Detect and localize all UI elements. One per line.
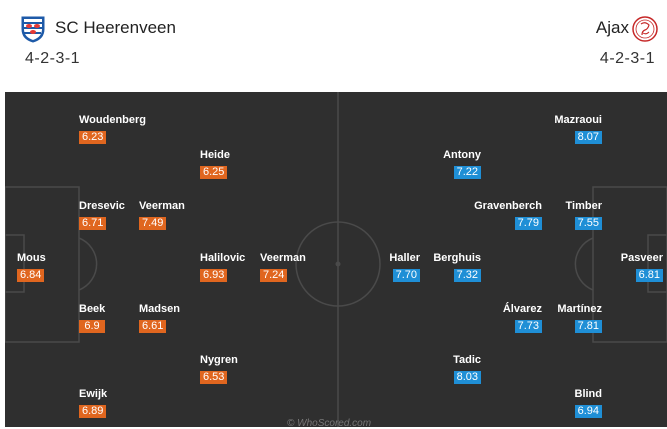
player-rating: 8.03: [453, 371, 481, 384]
match-header: SC Heerenveen 4-2-3-1 Ajax 4-2-3-1: [0, 0, 667, 92]
player-name: Martínez: [557, 303, 602, 315]
player-rating: 7.22: [453, 166, 481, 179]
pitch: Woudenberg 6.23 Heide 6.25 Dresevic 6.71…: [5, 92, 667, 427]
player-name: Veerman: [139, 200, 185, 212]
home-player-ewijk[interactable]: Ewijk 6.89: [79, 388, 107, 419]
player-name: Halilovic: [200, 252, 246, 264]
player-name: Antony: [443, 149, 481, 161]
player-name: Haller: [389, 252, 420, 264]
player-rating: 7.73: [514, 320, 542, 333]
player-rating: 6.94: [574, 405, 602, 418]
player-name: Álvarez: [502, 303, 542, 315]
home-player-madsen[interactable]: Madsen 6.61: [139, 303, 180, 334]
away-player-alvarez[interactable]: Álvarez 7.73: [503, 303, 542, 334]
whoscored-watermark: © WhoScored.com: [287, 418, 372, 429]
away-player-timber[interactable]: Timber 7.55: [566, 200, 602, 231]
player-name: Woudenberg: [79, 114, 147, 126]
away-formation: 4-2-3-1: [599, 50, 655, 67]
player-name: Tadic: [453, 354, 481, 366]
home-formation: 4-2-3-1: [25, 50, 81, 67]
player-rating: 7.55: [574, 217, 602, 230]
away-team-name[interactable]: Ajax: [595, 18, 629, 37]
away-player-antony[interactable]: Antony 7.22: [443, 149, 481, 180]
player-rating: 7.49: [139, 217, 167, 230]
home-player-veerman-2[interactable]: Veerman 7.24: [260, 252, 306, 283]
player-rating: 6.9: [79, 320, 105, 333]
player-name: Heide: [200, 149, 230, 161]
player-rating: 8.07: [574, 131, 602, 144]
away-player-berghuis[interactable]: Berghuis 7.32: [433, 252, 481, 283]
player-rating: 6.61: [139, 320, 167, 333]
player-rating: 7.24: [260, 269, 288, 282]
player-name: Berghuis: [433, 252, 481, 264]
player-name: Ewijk: [79, 388, 108, 400]
player-name: Madsen: [139, 303, 180, 315]
player-rating: 6.84: [17, 269, 45, 282]
away-player-tadic[interactable]: Tadic 8.03: [453, 354, 481, 385]
away-player-gravenberch[interactable]: Gravenberch 7.79: [474, 200, 542, 231]
player-name: Pasveer: [620, 252, 663, 264]
player-name: Mous: [17, 252, 46, 264]
home-player-dresevic[interactable]: Dresevic 6.71: [79, 200, 125, 231]
home-player-beek[interactable]: Beek 6.9: [79, 303, 105, 334]
player-rating: 7.70: [392, 269, 420, 282]
player-rating: 6.93: [200, 269, 228, 282]
player-rating: 7.81: [574, 320, 602, 333]
player-rating: 6.23: [79, 131, 107, 144]
player-name: Veerman: [260, 252, 306, 264]
away-player-blind[interactable]: Blind 6.94: [574, 388, 603, 419]
home-player-nygren[interactable]: Nygren 6.53: [200, 354, 238, 385]
player-name: Blind: [574, 388, 603, 400]
home-player-woudenberg[interactable]: Woudenberg 6.23: [79, 114, 146, 145]
home-player-veerman-1[interactable]: Veerman 7.49: [139, 200, 185, 231]
ajax-crest-icon: [632, 16, 658, 42]
home-player-halilovic[interactable]: Halilovic 6.93: [200, 252, 245, 283]
player-rating: 6.89: [79, 405, 107, 418]
away-player-pasveer[interactable]: Pasveer 6.81: [621, 252, 663, 283]
heerenveen-crest-icon: [21, 16, 45, 43]
player-rating: 6.71: [79, 217, 107, 230]
player-name: Mazraoui: [554, 114, 602, 126]
player-rating: 7.32: [453, 269, 481, 282]
home-team-name[interactable]: SC Heerenveen: [55, 18, 176, 37]
player-name: Beek: [79, 303, 106, 315]
player-name: Nygren: [200, 354, 238, 366]
home-player-heide[interactable]: Heide 6.25: [200, 149, 230, 180]
away-player-martinez[interactable]: Martínez 7.81: [557, 303, 602, 334]
player-rating: 6.81: [635, 269, 663, 282]
away-player-mazraoui[interactable]: Mazraoui 8.07: [554, 114, 602, 145]
home-player-mous[interactable]: Mous 6.84: [17, 252, 46, 283]
player-rating: 6.53: [200, 371, 228, 384]
away-player-haller[interactable]: Haller 7.70: [389, 252, 420, 283]
pitch-lines: [5, 92, 667, 427]
player-name: Gravenberch: [474, 200, 542, 212]
player-name: Dresevic: [79, 200, 125, 212]
player-rating: 7.79: [514, 217, 542, 230]
player-name: Timber: [565, 200, 602, 212]
player-rating: 6.25: [200, 166, 228, 179]
